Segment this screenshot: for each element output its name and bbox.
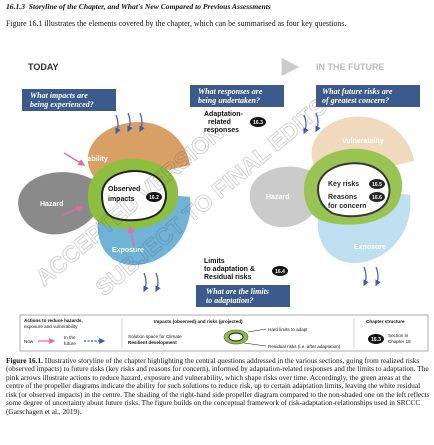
legend-pointer [247, 328, 267, 333]
legend-white-core [228, 332, 244, 342]
question-impacts: What impacts are being experienced? [22, 89, 116, 111]
question-limits: What are the limits to adaptation? [196, 285, 290, 307]
future-arrow [139, 112, 145, 133]
legend-solution-space: Solution space for Climate [128, 334, 182, 339]
future-arrow [363, 266, 369, 287]
legend-hard-limits: Hard limits to adapt [268, 327, 308, 332]
adaptation-label: Adaptation- [204, 111, 244, 118]
question-responses: What responses are being undertaken? [190, 85, 284, 107]
future-arrow [375, 266, 381, 287]
adaptation-badge-text: 16.3 [253, 120, 263, 126]
question-text: to adaptation? [206, 296, 253, 305]
adaptation-badge [250, 117, 266, 127]
future-label: IN THE FUTURE [316, 62, 385, 72]
action-arrow [127, 225, 135, 248]
section-number: 16.1.3 [6, 2, 25, 11]
action-arrow [63, 152, 86, 166]
limits-to-adaptation: Limits to adaptation & Residual risks 16… [204, 258, 288, 281]
caption-text: Illustrative storyline of the chapter hi… [6, 356, 430, 416]
legend-now-label: Now [24, 339, 34, 344]
legend-section-text: Section in [388, 333, 409, 338]
legend-future-label: In the [64, 335, 76, 340]
left-exposure-label: Exposure [112, 247, 144, 254]
right-hazard-label: Hazard [266, 194, 289, 201]
left-hazard-label: Hazard [40, 201, 63, 208]
left-vulnerability-label: Vulnerability [66, 156, 108, 163]
legend: Actions to reduce hazards, exposure and … [19, 314, 429, 352]
question-box [316, 85, 420, 107]
future-arrow [143, 272, 149, 293]
future-arrow [303, 114, 309, 135]
future-arrow [127, 112, 133, 133]
left-residual-core [100, 170, 167, 222]
caption-label: Figure 16.1. [6, 356, 43, 365]
left-center-badge [146, 192, 162, 202]
question-box [190, 85, 284, 107]
right-propeller: Vulnerability Hazard Exposure Key risks … [249, 116, 414, 264]
future-arrows [115, 112, 381, 293]
question-box [22, 89, 116, 111]
right-hazard-lobe [249, 166, 322, 228]
legend-chapter-structure-title: Chapter structure [366, 319, 405, 324]
limits-label: Residual risks [204, 274, 252, 281]
right-key-risks-badge [369, 179, 385, 189]
legend-solution-space: Resilient development [128, 340, 177, 345]
action-arrow [61, 205, 84, 216]
limits-label: to adaptation & [204, 266, 255, 273]
right-reasons-label-2: for concern [328, 203, 367, 210]
section-title: Storyline of the Chapter, and What's New… [28, 2, 271, 11]
legend-actions-title: Actions to reduce hazards, [24, 318, 83, 323]
adaptation-label: related [208, 119, 231, 126]
intro-paragraph: Figure 16.1 illustrates the elements cov… [6, 19, 347, 28]
figure-16-1: TODAY IN THE FUTURE Vulnerability Hazard… [18, 58, 429, 352]
question-text: What responses are [198, 87, 263, 96]
limits-label: Limits [204, 258, 225, 265]
right-exposure-label: Exposure [354, 244, 386, 251]
question-text: being undertaken? [198, 96, 260, 105]
legend-box [19, 314, 429, 352]
question-text: What future risks are [322, 87, 393, 96]
left-propeller: Vulnerability Hazard Exposure Observed i… [18, 122, 191, 266]
right-residual-core [316, 162, 391, 218]
question-text: of greatest concern? [322, 96, 389, 105]
future-arrow [115, 114, 121, 135]
legend-residual: Residual risks (i.e. after adaptation) [268, 344, 341, 349]
question-future-risks: What future risks are of greatest concer… [316, 85, 420, 107]
question-text: What impacts are [30, 91, 88, 100]
legend-section-badge-text: 16.3 [371, 337, 381, 343]
left-center-label-1: Observed [108, 186, 140, 193]
today-label: TODAY [28, 62, 59, 72]
right-reasons-badge-text: 16.6 [372, 195, 382, 201]
right-reasons-badge [369, 192, 385, 202]
question-box [196, 285, 290, 307]
right-key-risks-badge-text: 16.5 [372, 182, 382, 188]
right-vulnerability-label: Vulnerability [342, 138, 384, 145]
limits-badge-text: 16.4 [275, 269, 285, 275]
future-arrow [155, 272, 161, 293]
left-center-label-2: impacts [108, 196, 135, 203]
section-heading: 16.1.3 Storyline of the Chapter, and Wha… [6, 2, 271, 11]
legend-section-text: Chapter 16 [388, 339, 411, 344]
left-center-badge-text: 16.2 [149, 195, 159, 201]
figure-caption: Figure 16.1. Illustrative storyline of t… [6, 356, 430, 416]
right-reasons-label-1: Reasons [328, 194, 357, 201]
left-hazard-lobe [18, 172, 102, 235]
limits-badge [272, 266, 288, 276]
legend-pointer [243, 342, 267, 347]
question-text: What are the limits [206, 287, 269, 296]
legend-actions-title: exposure and vulnerability [24, 324, 78, 329]
legend-impacts-title: Impacts (observed) and risks (projected) [154, 319, 243, 324]
future-arrow [315, 112, 321, 133]
adaptation-label: responses [204, 127, 239, 134]
legend-section-badge [368, 334, 384, 344]
adaptation-responses: Adaptation- related responses 16.3 [204, 111, 266, 134]
question-text: being experienced? [30, 100, 94, 109]
legend-future-label: future [64, 341, 76, 346]
right-key-risks-label: Key risks [328, 181, 359, 188]
timeline: TODAY IN THE FUTURE [28, 58, 385, 76]
